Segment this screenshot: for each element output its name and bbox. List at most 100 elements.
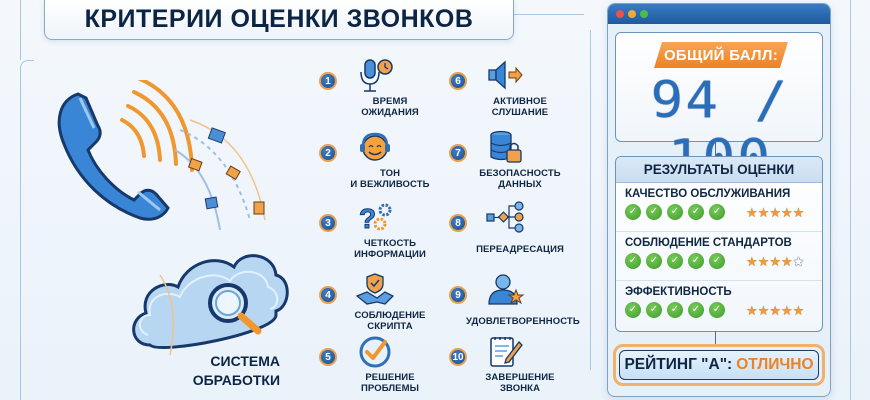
rating-value: ОТЛИЧНО [736, 356, 814, 373]
connector-line [715, 331, 716, 345]
star-filled-icon: ★ [757, 204, 770, 220]
star-filled-icon: ★ [780, 253, 793, 269]
handshake-shield-icon [355, 273, 395, 305]
star-filled-icon: ★ [769, 204, 781, 220]
number-badge: 2 [319, 144, 337, 162]
star-filled-icon: ★ [746, 253, 758, 269]
number-badge: 6 [449, 72, 467, 90]
star-filled-icon: ★ [780, 204, 793, 220]
star-filled-icon: ★ [792, 302, 805, 318]
star-rating: ★★★★★ [746, 206, 804, 219]
checkmark-circle-icon [359, 336, 391, 368]
check-icon: ✓ [709, 302, 725, 318]
decor-line-right [850, 0, 851, 400]
window-maximize-dot-icon [640, 10, 648, 18]
phone-handset-icon [57, 80, 266, 230]
check-icon: ✓ [625, 204, 641, 220]
check-icon: ✓ [709, 253, 725, 269]
window-title-bar [608, 4, 830, 24]
results-title: РЕЗУЛЬТАТЫ ОЦЕНКИ [616, 157, 822, 183]
notepad-pencil-icon [490, 337, 523, 367]
number-badge: 9 [449, 286, 467, 304]
result-row-standards-compliance: СОБЛЮДЕНИЕ СТАНДАРТОВ ✓ ✓ ✓ ✓ ✓ ★★★★★ [616, 232, 822, 281]
star-empty-icon: ★ [792, 253, 805, 269]
total-score-panel: ОБЩИЙ БАЛЛ: 94 / 100 [615, 32, 823, 187]
score-window: ОБЩИЙ БАЛЛ: 94 / 100 РЕЗУЛЬТАТЫ ОЦЕНКИ К… [607, 3, 831, 397]
number-badge: 7 [449, 144, 467, 162]
number-badge: 8 [449, 214, 467, 232]
page-title: КРИТЕРИИ ОЦЕНКИ ЗВОНКОВ [84, 5, 474, 33]
star-filled-icon: ★ [757, 253, 770, 269]
speaker-arrow-icon [488, 60, 523, 90]
star-filled-icon: ★ [746, 302, 758, 318]
check-icon: ✓ [625, 253, 641, 269]
criterion-label: ПЕРЕАДРЕСАЦИЯ [476, 244, 564, 255]
user-star-icon [488, 274, 525, 305]
result-row-efficiency: ЭФФЕКТИВНОСТЬ ✓ ✓ ✓ ✓ ✓ ★★★★★ [625, 286, 805, 318]
processing-system-label: СИСТЕМА ОБРАБОТКИ [192, 353, 280, 388]
question-gears-icon: ? [359, 203, 392, 235]
decor-line-title [514, 14, 584, 15]
check-icon: ✓ [646, 204, 662, 220]
check-icon: ✓ [625, 302, 641, 318]
star-filled-icon: ★ [757, 302, 770, 318]
number-badge: 4 [319, 286, 337, 304]
rating-badge: РЕЙТИНГ "А": ОТЛИЧНО [613, 344, 825, 386]
decor-line-left [20, 0, 21, 60]
check-icon: ✓ [667, 253, 683, 269]
number-badge: 5 [319, 348, 337, 366]
number-badge: 10 [449, 348, 467, 366]
rating-label: РЕЙТИНГ "А": [624, 356, 733, 373]
check-icon: ✓ [688, 253, 704, 269]
connector-line [715, 141, 716, 156]
window-minimize-dot-icon [628, 10, 636, 18]
title-banner: КРИТЕРИИ ОЦЕНКИ ЗВОНКОВ [44, 0, 514, 40]
star-filled-icon: ★ [769, 302, 781, 318]
star-filled-icon: ★ [792, 204, 805, 220]
evaluation-results-panel: РЕЗУЛЬТАТЫ ОЦЕНКИ КАЧЕСТВО ОБСЛУЖИВАНИЯ … [615, 156, 823, 332]
star-filled-icon: ★ [769, 253, 781, 269]
number-badge: 1 [319, 72, 337, 90]
check-icon: ✓ [646, 302, 662, 318]
database-lock-icon [490, 130, 522, 163]
criterion-satisfaction: 9 УДОВЛЕТВОРЕННОСТЬ [440, 272, 580, 338]
criterion-label: УДОВЛЕТВОРЕННОСТЬ [466, 316, 580, 327]
criterion-call-forwarding: 8 ПЕРЕАДРЕСАЦИЯ [440, 200, 570, 266]
microphone-clock-icon [360, 59, 393, 92]
decor-line-mid [590, 30, 591, 370]
check-icon: ✓ [688, 204, 704, 220]
number-badge: 3 [319, 214, 337, 232]
check-icon: ✓ [709, 204, 725, 220]
result-row-service-quality: КАЧЕСТВО ОБСЛУЖИВАНИЯ ✓ ✓ ✓ ✓ ✓ ★★★★★ [616, 183, 822, 232]
routing-flow-icon [486, 201, 524, 233]
star-filled-icon: ★ [780, 302, 793, 318]
total-score-label: ОБЩИЙ БАЛЛ: [654, 42, 788, 68]
check-icon: ✓ [688, 302, 704, 318]
svg-text:?: ? [359, 203, 376, 234]
star-filled-icon: ★ [746, 204, 758, 220]
cloud-magnifier-icon [132, 254, 289, 356]
smiley-headset-icon [360, 132, 390, 161]
check-icon: ✓ [667, 302, 683, 318]
check-icon: ✓ [667, 204, 683, 220]
check-icon: ✓ [646, 253, 662, 269]
star-rating: ★★★★★ [746, 255, 804, 268]
decor-line-left-2 [20, 60, 34, 400]
